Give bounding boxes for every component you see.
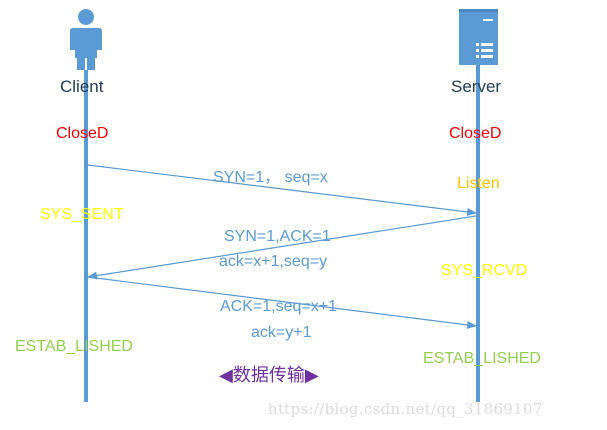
client-state-closed: CloseD — [56, 125, 109, 142]
synack-label-line1: SYN=1,ACK=1 — [224, 228, 331, 245]
server-state-closed: CloseD — [449, 125, 502, 142]
syn-arrow — [87, 164, 477, 216]
client-state-syn-sent: SYS_SENT — [40, 206, 124, 223]
transfer-right-arrow-icon: ▶ — [304, 365, 319, 386]
data-transfer-label: ◀数据传输▶ — [219, 367, 319, 385]
ack-label-line2: ack=y+1 — [251, 324, 312, 341]
ack-arrow — [87, 276, 477, 329]
server-state-established: ESTAB_LISHED — [423, 350, 541, 367]
client-state-established: ESTAB_LISHED — [15, 338, 133, 355]
synack-label-line2: ack=x+1,seq=y — [219, 253, 328, 270]
watermark: https://blog.csdn.net/qq_31869107 — [268, 400, 543, 418]
syn-label: SYN=1， seq=x — [213, 169, 328, 186]
server-title: Server — [451, 77, 502, 96]
ack-label-line1: ACK=1,seq=x+1 — [220, 298, 337, 315]
transfer-text: 数据传输 — [232, 365, 305, 386]
server-icon — [459, 9, 498, 65]
person-icon — [70, 9, 102, 70]
client-title: Client — [60, 77, 104, 96]
transfer-left-arrow-icon: ◀ — [219, 365, 233, 386]
server-state-syn-rcvd: SYS_RCVD — [441, 262, 528, 279]
server-state-listen: Listen — [457, 175, 500, 192]
synack-arrow — [87, 215, 477, 280]
